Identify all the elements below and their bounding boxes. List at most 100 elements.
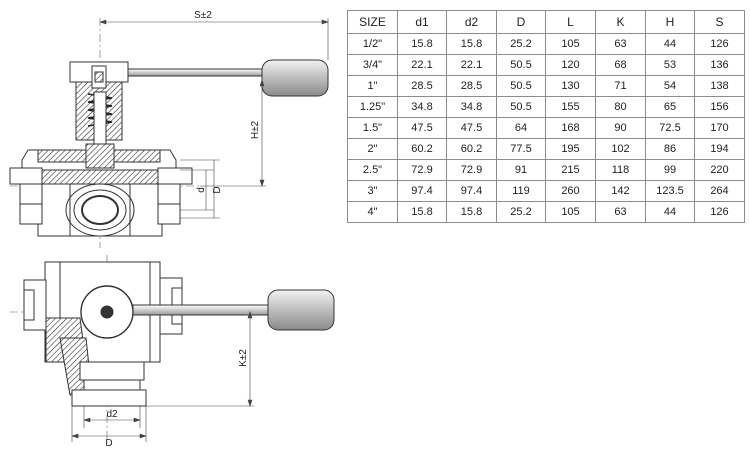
table-cell-size: 3" <box>347 180 398 202</box>
table-cell: 126 <box>694 201 745 223</box>
table-cell: 260 <box>545 180 596 202</box>
table-cell: 118 <box>595 159 646 181</box>
table-cell: 72.5 <box>645 117 695 139</box>
table-cell: 60.2 <box>397 138 447 160</box>
table-cell: 195 <box>545 138 596 160</box>
table-cell: 220 <box>694 159 745 181</box>
table-cell: 60.2 <box>446 138 497 160</box>
header-S: S <box>694 10 745 34</box>
header-H: H <box>645 10 695 34</box>
table-cell: 25.2 <box>496 33 546 55</box>
label-d-big: D <box>212 186 223 193</box>
table-cell: 90 <box>595 117 646 139</box>
dimension-k <box>146 311 254 407</box>
table-cell: 86 <box>645 138 695 160</box>
table-cell: 64 <box>496 117 546 139</box>
table-cell: 50.5 <box>496 96 546 118</box>
table-cell: 126 <box>694 33 745 55</box>
table-cell-size: 1.5" <box>347 117 398 139</box>
table-cell: 53 <box>645 54 695 76</box>
front-section-view <box>9 18 329 248</box>
label-d-small: d <box>196 187 207 193</box>
label-d-bottom: D <box>105 438 112 449</box>
table-cell: 102 <box>595 138 646 160</box>
table-cell: 28.5 <box>446 75 497 97</box>
table-cell: 65 <box>645 96 695 118</box>
table-cell: 97.4 <box>397 180 447 202</box>
dimension-h <box>200 79 266 187</box>
table-cell: 130 <box>545 75 596 97</box>
table-cell: 136 <box>694 54 745 76</box>
table-cell: 22.1 <box>446 54 497 76</box>
table-cell: 15.8 <box>397 201 447 223</box>
table-cell: 99 <box>645 159 695 181</box>
table-cell: 34.8 <box>446 96 497 118</box>
header-d2: d2 <box>446 10 497 34</box>
label-h: H±2 <box>250 120 261 139</box>
table-cell: 120 <box>545 54 596 76</box>
label-s: S±2 <box>194 10 212 21</box>
table-cell: 119 <box>496 180 546 202</box>
table-cell: 138 <box>694 75 745 97</box>
table-cell: 15.8 <box>446 201 497 223</box>
table-cell: 50.5 <box>496 54 546 76</box>
table-cell: 25.2 <box>496 201 546 223</box>
header-D: D <box>496 10 546 34</box>
table-cell: 156 <box>694 96 745 118</box>
table-cell-size: 1" <box>347 75 398 97</box>
table-cell: 91 <box>496 159 546 181</box>
label-d2: d2 <box>106 409 118 420</box>
table-cell: 77.5 <box>496 138 546 160</box>
table-cell: 47.5 <box>397 117 447 139</box>
table-cell-size: 2" <box>347 138 398 160</box>
header-K: K <box>595 10 646 34</box>
table-cell: 68 <box>595 54 646 76</box>
table-cell: 123.5 <box>645 180 695 202</box>
table-cell: 97.4 <box>446 180 497 202</box>
table-cell: 34.8 <box>397 96 447 118</box>
dimension-d <box>180 159 220 219</box>
table-cell: 105 <box>545 33 596 55</box>
label-k: K±2 <box>238 349 249 367</box>
table-cell-size: 4" <box>347 201 398 223</box>
header-L: L <box>545 10 596 34</box>
table-cell: 44 <box>645 33 695 55</box>
table-cell-size: 1.25" <box>347 96 398 118</box>
table-cell: 168 <box>545 117 596 139</box>
dimension-d-bottom <box>71 406 147 442</box>
table-cell: 47.5 <box>446 117 497 139</box>
header-size: SIZE <box>347 10 398 34</box>
table-cell-size: 1/2" <box>347 33 398 55</box>
dimension-s <box>99 18 329 60</box>
table-cell: 105 <box>545 201 596 223</box>
table-cell: 194 <box>694 138 745 160</box>
table-cell: 63 <box>595 33 646 55</box>
table-cell-size: 2.5" <box>347 159 398 181</box>
table-cell: 15.8 <box>397 33 447 55</box>
dimension-d2 <box>83 406 141 428</box>
table-cell: 63 <box>595 201 646 223</box>
table-cell: 71 <box>595 75 646 97</box>
table-header-row: SIZE d1 d2 D L K H S <box>347 10 745 34</box>
table-cell: 22.1 <box>397 54 447 76</box>
table-cell: 28.5 <box>397 75 447 97</box>
side-view <box>10 255 335 440</box>
valve-technical-drawing: S±2 H±2 d D <box>9 10 335 449</box>
table-cell: 80 <box>595 96 646 118</box>
table-cell: 72.9 <box>446 159 497 181</box>
table-cell: 215 <box>545 159 596 181</box>
table-cell: 54 <box>645 75 695 97</box>
table-cell: 264 <box>694 180 745 202</box>
table-cell: 15.8 <box>446 33 497 55</box>
table-cell: 142 <box>595 180 646 202</box>
